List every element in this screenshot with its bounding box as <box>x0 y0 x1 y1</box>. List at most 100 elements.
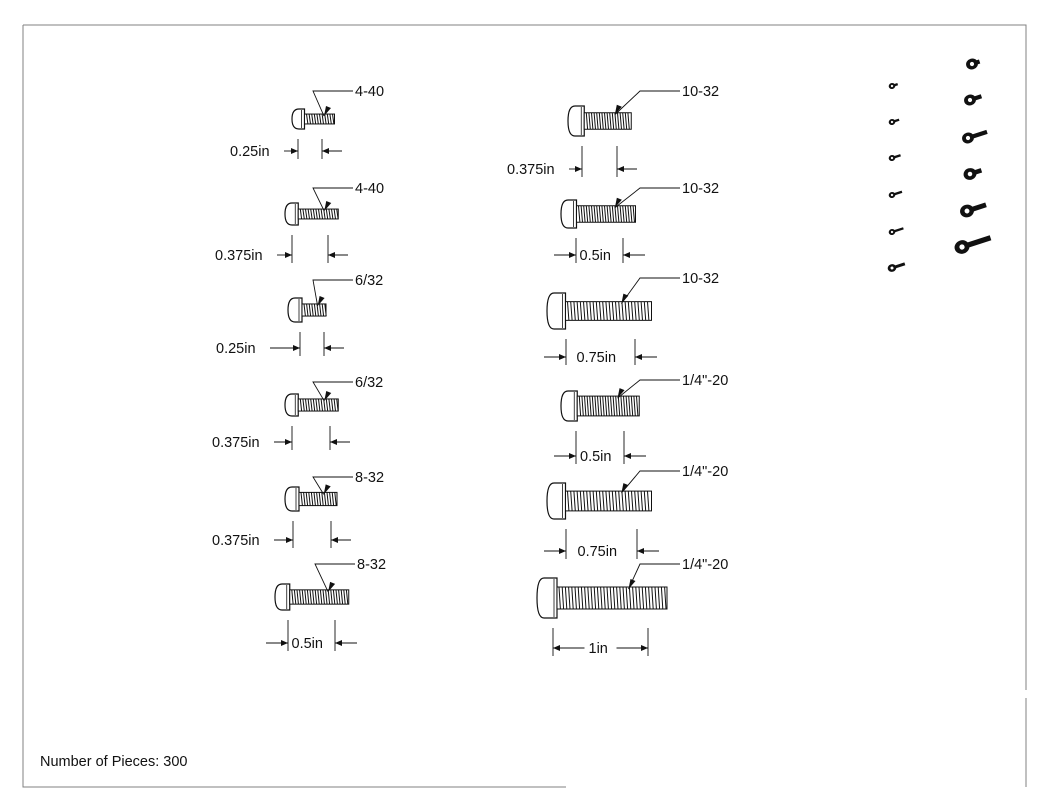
mini-screw-socket <box>967 97 973 103</box>
thread-size-label: 1/4"-20 <box>682 464 728 480</box>
dimension-arrowhead <box>285 252 292 258</box>
mini-screw-large-1 <box>966 58 981 70</box>
mini-screw-large-3 <box>962 129 988 144</box>
dimension-arrowhead <box>635 354 642 360</box>
mini-screw-socket <box>890 156 894 160</box>
thread-size-label: 10-32 <box>682 271 719 287</box>
thread-size-label: 4-40 <box>355 84 384 100</box>
thread-size-label: 6/32 <box>355 375 383 391</box>
screw-head <box>287 297 303 323</box>
mini-screw-socket <box>890 266 894 270</box>
leader-arrowhead <box>324 201 332 212</box>
mini-screw-shank <box>969 168 983 177</box>
thread-size-label: 8-32 <box>357 557 386 573</box>
leader-arrowhead <box>324 106 331 117</box>
leader-line <box>314 563 355 593</box>
length-label: 0.75in <box>578 544 618 560</box>
thread-size-label: 10-32 <box>682 84 719 100</box>
screw-thread <box>578 205 635 223</box>
mini-screw-shank <box>891 190 903 197</box>
leader-line <box>614 90 680 116</box>
screw-head <box>284 486 300 512</box>
screw-shank <box>556 586 668 610</box>
mini-screw-shank <box>966 202 987 214</box>
mini-screw-large-6 <box>954 235 992 254</box>
screw-head <box>560 199 578 229</box>
dimension-arrowhead <box>324 345 331 351</box>
leader-arrowhead <box>621 293 629 304</box>
dimension-arrowhead <box>553 645 560 651</box>
dimension-arrowhead <box>322 148 329 154</box>
screw-thread <box>299 209 339 219</box>
mini-screw-large-4 <box>963 168 983 180</box>
mini-screw-large-5 <box>960 202 987 218</box>
screw-right-5: 1/4"-20 0.75in <box>544 464 728 560</box>
screw-right-3: 10-32 0.75in <box>544 271 719 366</box>
screw-head <box>284 202 299 226</box>
dimension-arrowhead <box>569 453 576 459</box>
thread-size-label: 1/4"-20 <box>682 373 728 389</box>
thread-size-label: 4-40 <box>355 181 384 197</box>
mini-screw-socket <box>959 244 965 250</box>
thread-size-label: 6/32 <box>355 273 383 289</box>
dimension-arrowhead <box>281 640 288 646</box>
dimension-arrowhead <box>617 166 624 172</box>
mini-screw-small-1 <box>888 82 899 90</box>
dimension-arrowhead <box>291 148 298 154</box>
mini-screw-socket <box>969 61 975 67</box>
dimension-arrowhead <box>624 453 631 459</box>
screw-left-4: 6/320.375in <box>212 375 383 451</box>
leader-arrowhead <box>628 579 636 589</box>
dimension-arrowhead <box>286 537 293 543</box>
screw-head <box>274 583 291 611</box>
mini-screw-small-4 <box>888 190 903 199</box>
mini-screw-shank <box>891 118 900 124</box>
length-label: 0.75in <box>577 350 617 366</box>
dimension-arrowhead <box>331 537 338 543</box>
screw-thread <box>567 301 650 321</box>
pieces-count: Number of Pieces: 300 <box>40 754 188 770</box>
length-label: 0.5in <box>292 636 323 652</box>
screw-head <box>567 105 585 137</box>
leader-line <box>614 187 680 209</box>
leader-arrowhead <box>614 104 622 115</box>
leader-line <box>312 90 353 117</box>
screw-head <box>284 393 299 417</box>
mini-screw-socket <box>965 135 971 141</box>
length-label: 1in <box>589 641 608 657</box>
mini-screw-small-5 <box>888 227 904 236</box>
screw-head <box>546 482 567 520</box>
mini-screw-small-2 <box>888 118 900 126</box>
screw-right-2: 10-320.5in <box>554 181 719 264</box>
leader-arrowhead <box>617 388 625 399</box>
sheet-border <box>22 24 1027 788</box>
dimension-arrowhead <box>623 252 630 258</box>
screw-shank <box>297 208 339 220</box>
length-label: 0.25in <box>230 144 270 160</box>
leader-line <box>617 379 680 399</box>
screw-thread <box>300 492 337 506</box>
thread-size-label: 8-32 <box>355 470 384 486</box>
screw-thread <box>578 396 639 416</box>
dimension-arrowhead <box>293 345 300 351</box>
screw-head <box>560 390 578 422</box>
mini-screw-shank <box>969 94 983 102</box>
mini-screw-shank <box>891 154 901 160</box>
mini-screw-small-3 <box>888 154 901 162</box>
leader-line <box>312 279 353 307</box>
screw-thread <box>303 303 327 317</box>
screw-thread <box>558 586 667 610</box>
mini-screw-shank <box>967 129 988 140</box>
screw-head <box>536 577 558 619</box>
screw-thread <box>567 491 650 511</box>
length-label: 0.5in <box>580 449 611 465</box>
mini-screw-shank <box>891 262 906 270</box>
mini-screw-socket <box>967 171 973 177</box>
screw-thread <box>306 113 335 125</box>
length-label: 0.5in <box>580 248 611 264</box>
mini-screw-socket <box>890 84 894 88</box>
mini-screw-large-2 <box>964 94 983 106</box>
mini-screw-socket <box>890 193 894 197</box>
